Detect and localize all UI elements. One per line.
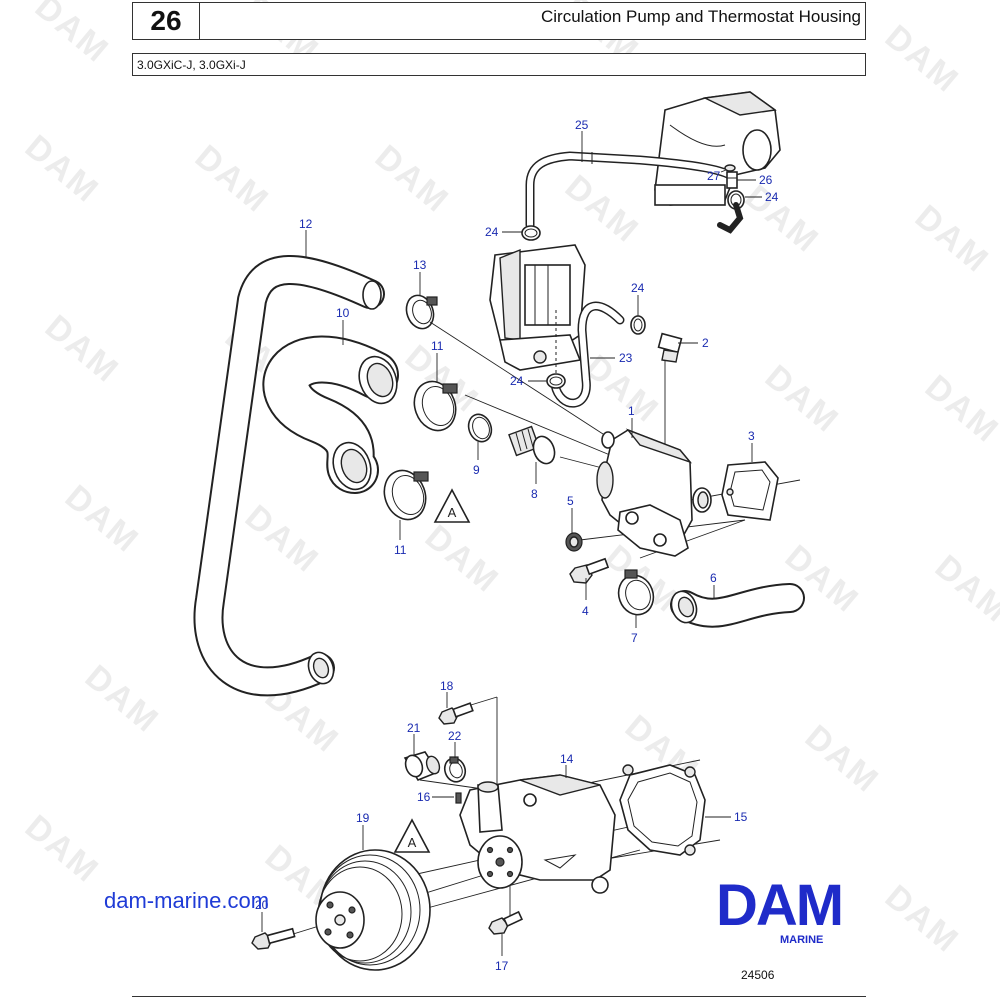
- callout-26: 26: [759, 173, 773, 187]
- thermostat-upper-assembly: [489, 244, 586, 375]
- clamp-11-upper: [413, 380, 458, 432]
- thermostat-housing-1: [596, 428, 712, 557]
- exhaust-elbow: [654, 91, 781, 206]
- screw-16: [455, 792, 462, 804]
- callout-3: 3: [748, 429, 755, 443]
- marker-letter: A: [448, 505, 457, 520]
- thermostat-8: [508, 425, 556, 465]
- callout-17: 17: [495, 959, 509, 973]
- clamp-7: [617, 569, 655, 616]
- clamp-22: [443, 756, 467, 783]
- clamp-24-right: [630, 315, 646, 335]
- hose-12: [193, 255, 385, 697]
- callouts: 1 2 3 4 5 6 7 8 9 10 11 11 12 13 14 15 1: [255, 118, 779, 973]
- reference-marker-a-lower: A: [393, 818, 431, 853]
- callout-27: 27: [707, 169, 721, 183]
- gasket-3: [721, 461, 779, 521]
- footer-rule: [132, 996, 866, 997]
- callout-5: 5: [567, 494, 574, 508]
- page-title: Circulation Pump and Thermostat Housing: [540, 7, 861, 26]
- fitting-2: [657, 332, 683, 363]
- callout-12: 12: [299, 217, 313, 231]
- callout-15: 15: [734, 810, 748, 824]
- pulley-19: [315, 849, 431, 971]
- callout-21: 21: [407, 721, 421, 735]
- callout-19: 19: [356, 811, 370, 825]
- callout-13: 13: [413, 258, 427, 272]
- dam-logo: DAM: [716, 873, 844, 938]
- callout-11-lower: 11: [394, 543, 407, 557]
- clamp-13: [405, 294, 438, 330]
- bolt-18: [438, 702, 474, 725]
- dam-logo-subtitle: MARINE: [780, 934, 824, 946]
- circulation-pump-14: [459, 774, 616, 894]
- o-ring-9: [467, 413, 493, 443]
- pump-gasket-15: [619, 764, 706, 856]
- fitting-27: [724, 164, 736, 172]
- hose-6: [670, 583, 805, 628]
- title-box: Circulation Pump and Thermostat Housing: [199, 2, 866, 40]
- hose-23: [550, 301, 625, 408]
- callout-6: 6: [710, 571, 717, 585]
- callout-9: 9: [473, 463, 480, 477]
- callout-7: 7: [631, 631, 638, 645]
- hose-10: [262, 335, 399, 494]
- clamp-11-lower: [383, 469, 429, 521]
- fitting-26: [726, 171, 738, 189]
- callout-24-top: 24: [485, 225, 499, 239]
- callout-22: 22: [448, 729, 462, 743]
- callout-24-elbow: 24: [765, 190, 779, 204]
- model-list: 3.0GXiC-J, 3.0GXi-J: [137, 58, 246, 72]
- callout-8: 8: [531, 487, 538, 501]
- callout-25: 25: [575, 118, 589, 132]
- callout-24-lower: 24: [510, 374, 524, 388]
- callout-1: 1: [628, 404, 635, 418]
- bolt-20: [251, 927, 296, 950]
- website-link[interactable]: dam-marine.com: [104, 888, 270, 913]
- callout-11-upper: 11: [431, 339, 444, 353]
- bolt-17: [488, 910, 524, 935]
- sleeve-21: [403, 751, 441, 781]
- callout-4: 4: [582, 604, 589, 618]
- callout-2: 2: [702, 336, 709, 350]
- page-number: 26: [132, 2, 200, 40]
- callout-10: 10: [336, 306, 350, 320]
- clamp-24-top: [521, 225, 541, 241]
- marker-letter: A: [408, 835, 417, 850]
- plug-5: [565, 532, 583, 552]
- callout-20: 20: [255, 898, 269, 912]
- callout-18: 18: [440, 679, 454, 693]
- diagram-id: 24506: [741, 968, 775, 982]
- hose-elbow-short: [717, 202, 744, 234]
- bolt-4: [569, 557, 610, 584]
- callout-24-right: 24: [631, 281, 645, 295]
- callout-14: 14: [560, 752, 574, 766]
- callout-16: 16: [417, 790, 431, 804]
- reference-marker-a-upper: A: [433, 488, 471, 523]
- clamp-24-lower: [546, 373, 566, 389]
- model-box: 3.0GXiC-J, 3.0GXi-J: [132, 53, 866, 76]
- callout-23: 23: [619, 351, 633, 365]
- hose-25: [525, 150, 735, 230]
